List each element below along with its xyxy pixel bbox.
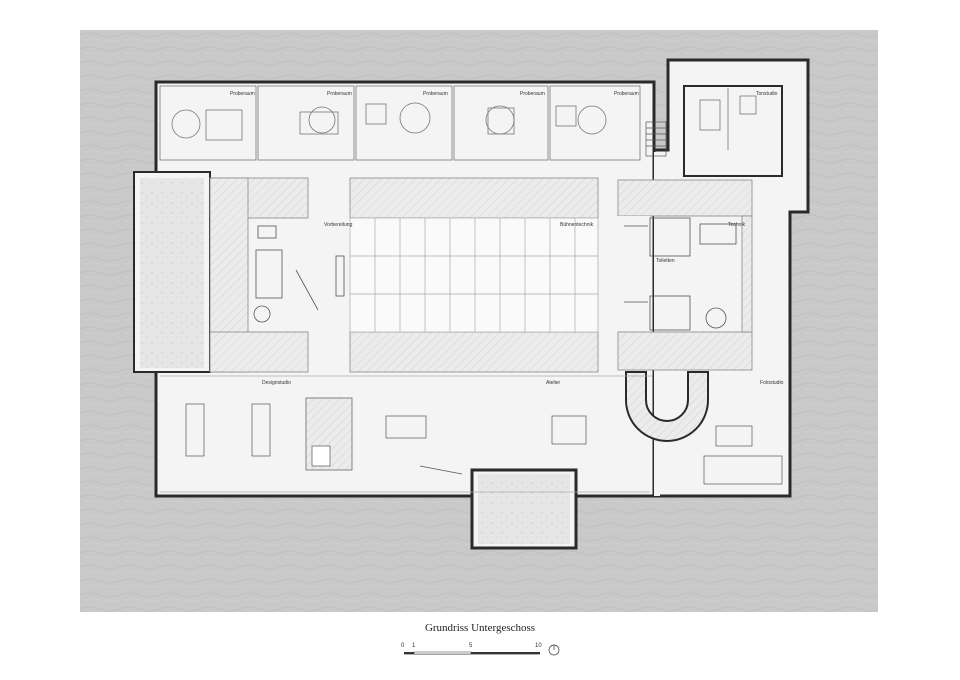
structural-walls (209, 177, 753, 373)
label-proberaum-1: Proberaum (230, 91, 255, 97)
label-tonstudio: Tonstudio (756, 91, 778, 97)
label-proberaum-3: Proberaum (423, 91, 448, 97)
label-fotostudio: Fotostudio (760, 380, 784, 386)
label-toiletten: Toiletten (656, 258, 675, 264)
scale-tick-1: 1 (412, 643, 416, 649)
label-proberaum-2: Proberaum (327, 91, 352, 97)
scale-tick-5: 5 (469, 643, 473, 649)
vorbereitung-furniture (253, 225, 345, 323)
north-arrow-icon (548, 644, 560, 656)
staircase (645, 121, 667, 157)
south-zone (160, 375, 783, 493)
buehnentechnik-grid (349, 217, 599, 333)
label-technik: Technik (728, 222, 745, 228)
label-buehnentechnik: Bühnentechnik (560, 222, 594, 228)
tonstudio-room (683, 85, 783, 177)
scale-tick-10: 10 (535, 643, 542, 649)
drawing-title: Grundriss Untergeschoss (424, 622, 536, 634)
label-atelier: Atelier (546, 380, 561, 386)
technik-toiletten (624, 217, 737, 331)
scale-bar (404, 651, 540, 655)
proberaum-row (159, 85, 641, 161)
label-designstudio: Designstudio (262, 380, 291, 386)
label-proberaum-5: Proberaum (614, 91, 639, 97)
round-pavilion (625, 371, 709, 442)
scale-tick-0: 0 (401, 643, 405, 649)
label-proberaum-4: Proberaum (520, 91, 545, 97)
label-vorbereitung: Vorbereitung (324, 222, 353, 228)
